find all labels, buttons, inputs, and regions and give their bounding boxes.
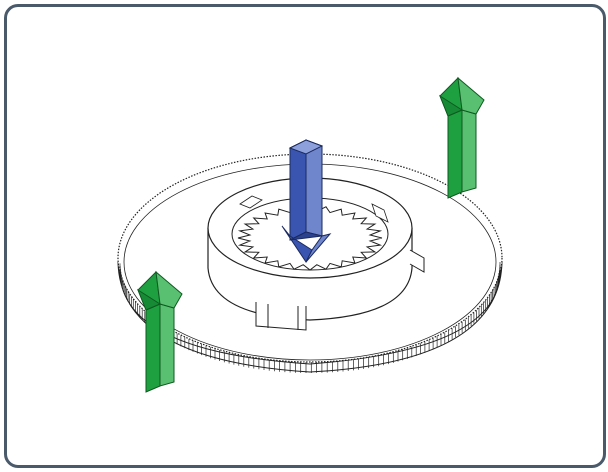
green-up-arrow-right (438, 76, 485, 199)
internal-gear-teeth (237, 205, 383, 271)
inner-gear-hub (207, 177, 425, 331)
hub-tab-right (409, 249, 425, 273)
blue-down-arrow-center (281, 139, 332, 263)
green-up-arrow-left (136, 270, 183, 393)
